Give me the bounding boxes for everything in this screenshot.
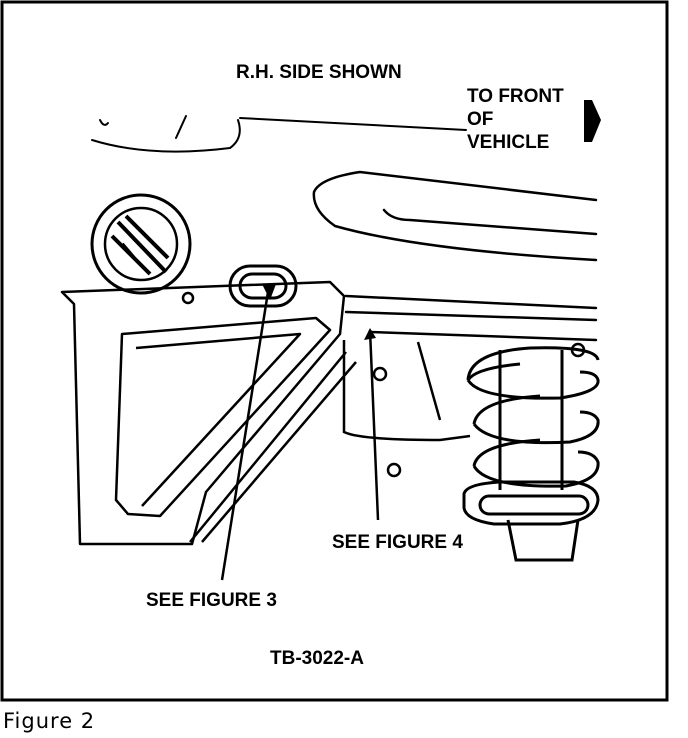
leader-arrowhead-4 xyxy=(364,328,376,340)
bracket-assembly xyxy=(60,280,357,546)
side-label: R.H. SIDE SHOWN xyxy=(236,62,402,83)
coil-spring xyxy=(466,346,600,490)
fender-outline xyxy=(91,115,467,153)
figure-border xyxy=(0,0,669,702)
frame-rail xyxy=(312,170,598,342)
callout-see-figure-4: SEE FIGURE 4 xyxy=(332,532,463,553)
direction-label-line-3: VEHICLE xyxy=(467,132,549,153)
leader-arrowhead-3 xyxy=(262,284,276,300)
knuckle-area xyxy=(342,340,586,478)
figure-frame: R.H. SIDE SHOWN TO FRONT OF VEHICLE xyxy=(0,0,669,702)
right-arrow-icon xyxy=(584,100,601,142)
access-hole xyxy=(90,193,192,295)
callout-see-figure-3: SEE FIGURE 3 xyxy=(146,590,277,611)
figure-caption: Figure 2 xyxy=(3,709,96,733)
direction-label-line-2: OF xyxy=(467,109,493,130)
part-number: TB-3022-A xyxy=(270,648,364,669)
slotted-mount xyxy=(228,264,298,308)
direction-label-line-1: TO FRONT xyxy=(467,86,564,107)
shock-absorber xyxy=(462,480,600,562)
leader-lines xyxy=(220,291,380,581)
